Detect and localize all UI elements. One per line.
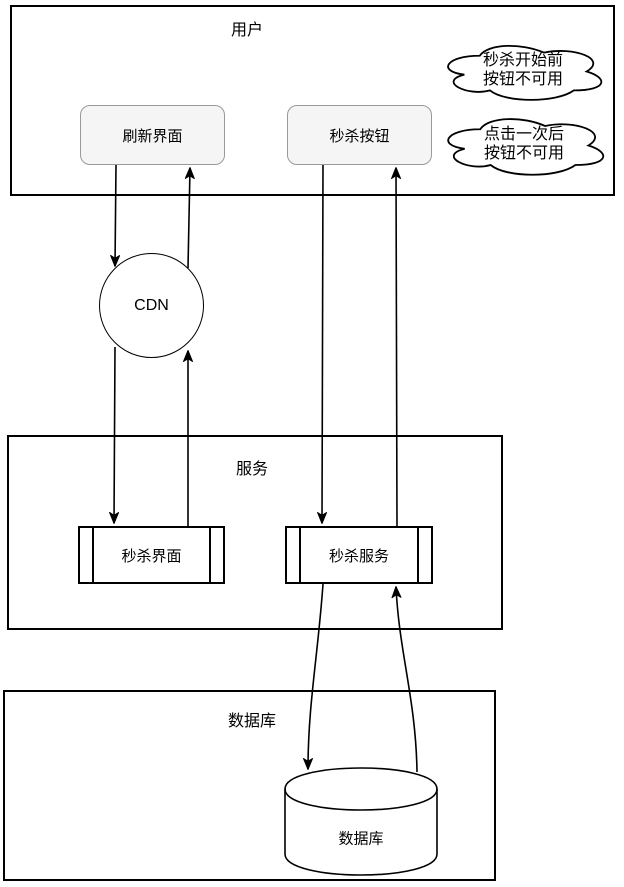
process-left-bar — [92, 528, 94, 582]
process-left-bar — [299, 528, 301, 582]
user-section-box — [10, 5, 615, 196]
process-right-bar — [209, 528, 211, 582]
cdn-node: CDN — [99, 253, 204, 358]
seckill-button-label: 秒杀按钮 — [329, 127, 390, 145]
refresh-button-node: 刷新界面 — [80, 105, 225, 165]
database-section-title: 数据库 — [227, 713, 277, 730]
callout-after-text: 点击一次后 按钮不可用 — [484, 125, 564, 163]
seckill-service-node: 秒杀服务 — [285, 526, 433, 584]
callout-after-line1: 点击一次后 — [483, 126, 565, 143]
database-section-box — [3, 690, 496, 881]
callout-before-line1: 秒杀开始前 — [482, 52, 564, 69]
refresh-button-label: 刷新界面 — [122, 127, 183, 145]
process-right-bar — [417, 528, 419, 582]
user-section-title: 用户 — [230, 22, 264, 39]
callout-before-line2: 按钮不可用 — [482, 71, 564, 88]
callout-before-text: 秒杀开始前 按钮不可用 — [483, 51, 563, 89]
seckill-page-node: 秒杀界面 — [78, 526, 225, 584]
seckill-service-label: 秒杀服务 — [328, 547, 389, 565]
service-section-title: 服务 — [235, 461, 269, 478]
seckill-button-node: 秒杀按钮 — [287, 105, 432, 165]
database-cylinder-label: 数据库 — [338, 830, 384, 848]
service-section-box — [7, 435, 503, 630]
cdn-node-label: CDN — [134, 296, 169, 314]
callout-after-line2: 按钮不可用 — [483, 145, 565, 162]
seckill-page-label: 秒杀界面 — [121, 547, 182, 565]
